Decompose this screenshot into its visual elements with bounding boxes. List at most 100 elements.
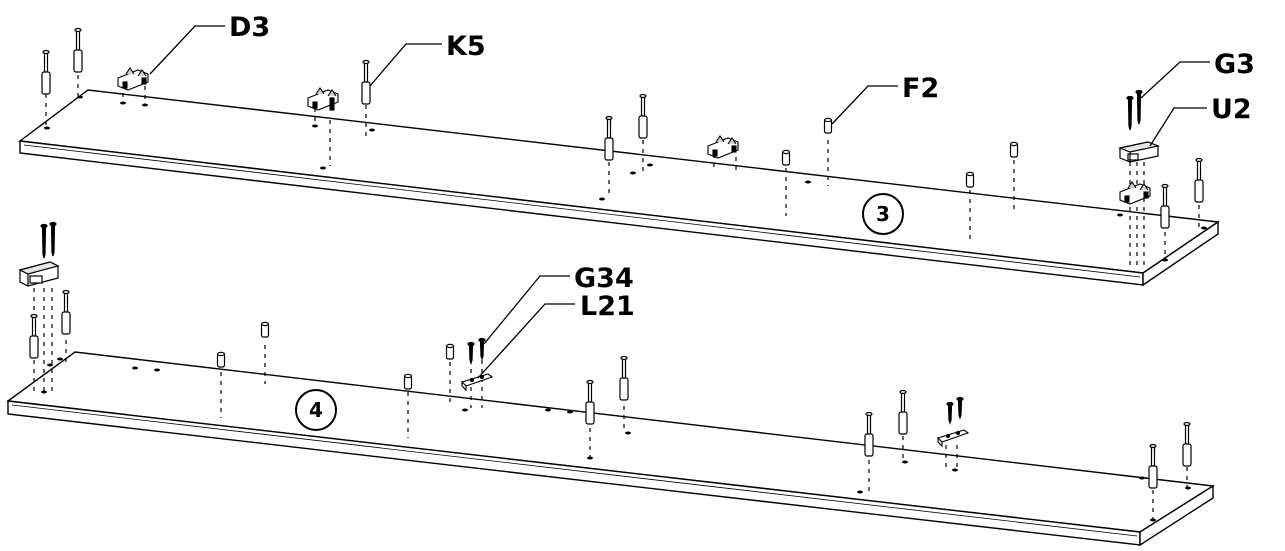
hole <box>952 468 958 472</box>
label-d3: D3 <box>229 12 270 43</box>
cam-dowel <box>61 289 71 335</box>
screw <box>40 223 48 259</box>
hole <box>587 456 593 460</box>
hole <box>312 124 318 128</box>
leader-d3 <box>149 25 225 75</box>
hole <box>132 366 138 370</box>
cam-dowel <box>41 49 51 95</box>
panel-4-side-edge <box>1139 484 1214 547</box>
panel-4 <box>6 351 1216 547</box>
cam-dowel <box>1182 421 1192 467</box>
hole <box>545 408 551 412</box>
hole <box>1201 226 1207 230</box>
cam-dowel <box>585 379 595 425</box>
leader-lines <box>149 25 1210 379</box>
wooden-dowels <box>216 117 1019 390</box>
screw <box>49 221 57 257</box>
cam-dowel <box>898 389 908 435</box>
drill-holes <box>41 95 1207 522</box>
cam-dowel <box>73 27 83 73</box>
connector-plate <box>936 429 970 448</box>
callout-labels: D3 K5 F2 G3 U2 G34 L21 <box>229 12 1255 322</box>
label-k5: K5 <box>446 31 486 62</box>
insertion-lines <box>33 75 1200 519</box>
hole <box>142 103 148 107</box>
label-g3: G3 <box>1214 49 1255 80</box>
hole <box>154 368 160 372</box>
hole <box>44 126 50 130</box>
wooden-dowel <box>445 343 455 360</box>
cam-dowel <box>864 411 874 457</box>
label-f2: F2 <box>902 73 939 104</box>
wooden-dowel <box>823 117 833 134</box>
hinge-fitting <box>1119 181 1151 205</box>
panel-3-top-face <box>18 89 1220 274</box>
hole <box>1117 213 1123 217</box>
wooden-dowel <box>216 351 226 368</box>
wooden-dowel <box>965 171 975 188</box>
wooden-dowel <box>260 321 270 338</box>
cam-dowel <box>1160 183 1170 229</box>
screw <box>1135 89 1143 125</box>
leader-g3 <box>1140 61 1210 99</box>
panel-number-4: 4 <box>295 389 337 431</box>
leader-u2 <box>1149 107 1207 147</box>
hole <box>1162 258 1168 262</box>
hinge-fitting <box>707 135 739 159</box>
screw <box>467 341 475 365</box>
screw <box>946 401 954 425</box>
hinge-fitting <box>307 87 339 111</box>
screw <box>956 396 964 420</box>
cam-dowels <box>29 27 1204 489</box>
hole <box>567 410 573 414</box>
hole <box>320 166 326 170</box>
cam-dowel <box>1148 443 1158 489</box>
panel-number-circle <box>862 193 904 235</box>
hole <box>57 357 63 361</box>
hole <box>47 363 53 367</box>
cam-dowel <box>604 115 614 161</box>
panel-number-3-text: 3 <box>876 202 890 226</box>
hole <box>77 95 83 99</box>
connector-plate <box>460 373 494 392</box>
label-u2: U2 <box>1211 94 1252 125</box>
cam-dowel <box>638 93 648 139</box>
wooden-dowel <box>403 373 413 390</box>
hole <box>625 431 631 435</box>
hole <box>647 163 653 167</box>
leader-k5 <box>369 43 442 87</box>
hole <box>599 197 605 201</box>
support-block <box>1117 141 1161 163</box>
hole <box>857 490 863 494</box>
hole <box>120 101 126 105</box>
label-l21: L21 <box>580 291 635 322</box>
panel-number-4-text: 4 <box>309 398 323 422</box>
leader-l21 <box>477 303 575 379</box>
cam-dowel <box>1194 157 1204 203</box>
hole <box>630 171 636 175</box>
hinge-fittings <box>117 67 1151 205</box>
hole <box>462 408 468 412</box>
cam-dowel <box>361 59 371 105</box>
cam-dowel <box>619 355 629 401</box>
panel-4-top-face <box>6 351 1216 533</box>
hole <box>805 180 811 184</box>
screws <box>40 89 1143 425</box>
connector-plates <box>460 373 970 448</box>
wooden-dowel <box>781 149 791 166</box>
hole <box>1150 518 1156 522</box>
panel-3 <box>18 89 1220 287</box>
cam-dowel <box>29 313 39 359</box>
panel-number-3: 3 <box>862 193 904 235</box>
screw <box>478 337 486 361</box>
hole <box>1185 486 1191 490</box>
label-g34: G34 <box>574 263 634 294</box>
support-blocks <box>18 141 1161 287</box>
leader-f2 <box>831 85 898 125</box>
screw <box>1126 95 1134 131</box>
hole <box>902 460 908 464</box>
hinge-fitting <box>117 67 149 91</box>
panel-number-circle <box>295 389 337 431</box>
